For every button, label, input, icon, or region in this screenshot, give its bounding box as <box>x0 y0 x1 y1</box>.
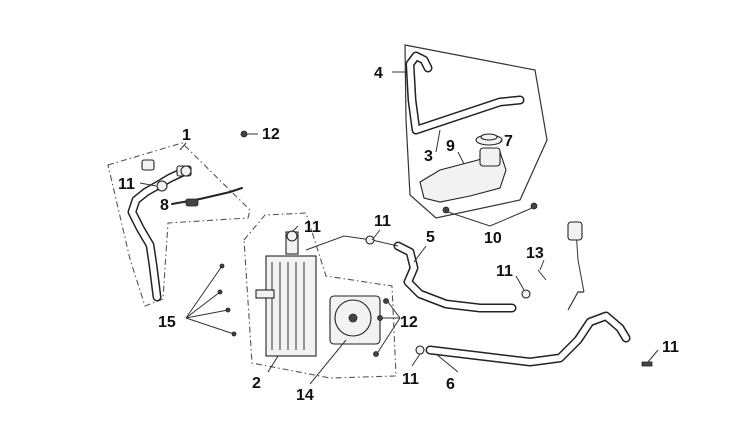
callout-13: 13 <box>526 245 544 262</box>
nut-12-b <box>377 315 383 321</box>
hose-group-1 <box>107 130 251 307</box>
reservoir-filler-neck <box>479 147 501 167</box>
bolt-13-washer-11 <box>521 289 531 299</box>
radiator-group-boundary <box>243 212 397 379</box>
leader-10-b <box>489 207 533 227</box>
callout-8: 8 <box>160 197 169 214</box>
callout-11-hose6: 11 <box>402 371 419 388</box>
callout-6: 6 <box>446 376 455 393</box>
callout-3: 3 <box>424 148 433 165</box>
leader-10-a <box>447 211 491 227</box>
leader-15-c <box>185 309 229 319</box>
callout-11-right: 11 <box>662 339 679 356</box>
leader-lines <box>139 71 659 385</box>
radiator-group <box>217 212 397 379</box>
nut-12-a <box>383 298 389 304</box>
callout-9: 9 <box>446 138 455 155</box>
callout-11-radiator: 11 <box>304 219 321 236</box>
hose-1-fitting-cap <box>180 165 192 177</box>
leader-11-bolt13 <box>515 275 525 291</box>
leader-5 <box>413 245 427 263</box>
breather-tube-8-clamp <box>185 198 199 207</box>
leader-14 <box>309 339 347 385</box>
bolt-12-top <box>240 130 248 138</box>
leader-2 <box>267 355 279 373</box>
reservoir-group <box>404 44 548 219</box>
hose-6-end-clamp-11 <box>641 361 653 367</box>
callout-10: 10 <box>484 230 502 247</box>
callout-1: 1 <box>182 127 191 144</box>
overflow-hose-4-inner <box>407 53 523 133</box>
leader-15-b <box>185 291 221 319</box>
leader-11-right <box>647 349 659 363</box>
hose-5-inner <box>395 243 515 311</box>
callout-15: 15 <box>158 314 176 331</box>
hose-6-inner <box>427 313 629 365</box>
radiator-bracket-left <box>255 289 275 299</box>
sensor-connector <box>567 221 583 241</box>
reservoir-bolt-10-left <box>442 206 450 214</box>
callout-4: 4 <box>374 65 383 82</box>
leader-11-left <box>139 182 157 187</box>
hose-6-clamp-11 <box>415 345 425 355</box>
callout-14: 14 <box>296 387 314 404</box>
callout-11-hose5: 11 <box>374 213 391 230</box>
hose-1-inner <box>129 169 186 300</box>
callout-labels: 1 12 11 8 4 3 9 7 10 5 11 11 11 13 11 12… <box>118 65 679 404</box>
hose-5-outer <box>393 241 517 313</box>
callout-2: 2 <box>252 375 261 392</box>
leader-11-hose5 <box>371 229 381 241</box>
leader-11-hose6 <box>411 353 421 367</box>
callout-12-fan: 12 <box>400 314 418 331</box>
nut-12-c <box>373 351 379 357</box>
upper-radiator-hose-group <box>305 235 517 313</box>
leader-13 <box>539 259 545 271</box>
reservoir-group-boundary <box>404 44 548 219</box>
leader-6 <box>435 353 459 373</box>
lower-radiator-hose-group <box>415 221 653 367</box>
radiator-clamp-11 <box>286 230 298 242</box>
hose-clamp-11-left <box>156 180 168 192</box>
callout-11-left: 11 <box>118 176 135 193</box>
callout-11-bolt13: 11 <box>496 263 513 280</box>
callout-7: 7 <box>504 133 513 150</box>
hose-5-clamp-11 <box>365 235 375 245</box>
reservoir-bolt-10-right <box>530 202 538 210</box>
bolt-13 <box>537 269 547 281</box>
callout-5: 5 <box>426 229 435 246</box>
leader-15-a <box>185 265 223 319</box>
callout-12-top: 12 <box>262 126 280 143</box>
leader-15-d <box>185 317 235 335</box>
hose-6-group-boundary <box>567 291 584 311</box>
group-1-boundary <box>107 142 251 307</box>
hose-clip-left <box>141 159 155 171</box>
breather-tube-8 <box>171 187 243 205</box>
leader-1 <box>179 142 187 151</box>
reservoir-cap-7-top <box>480 133 498 141</box>
leader-12-a <box>387 301 401 319</box>
leader-3 <box>435 129 441 153</box>
leader-7 <box>499 139 503 143</box>
leader-9 <box>457 151 465 165</box>
leader-12-c <box>377 317 401 353</box>
radiator-core-2 <box>265 255 317 357</box>
fan-hub <box>348 313 358 323</box>
leader-11-radiator <box>291 225 299 233</box>
hose-5-leader-line <box>305 235 399 251</box>
leader-8 <box>173 201 187 205</box>
